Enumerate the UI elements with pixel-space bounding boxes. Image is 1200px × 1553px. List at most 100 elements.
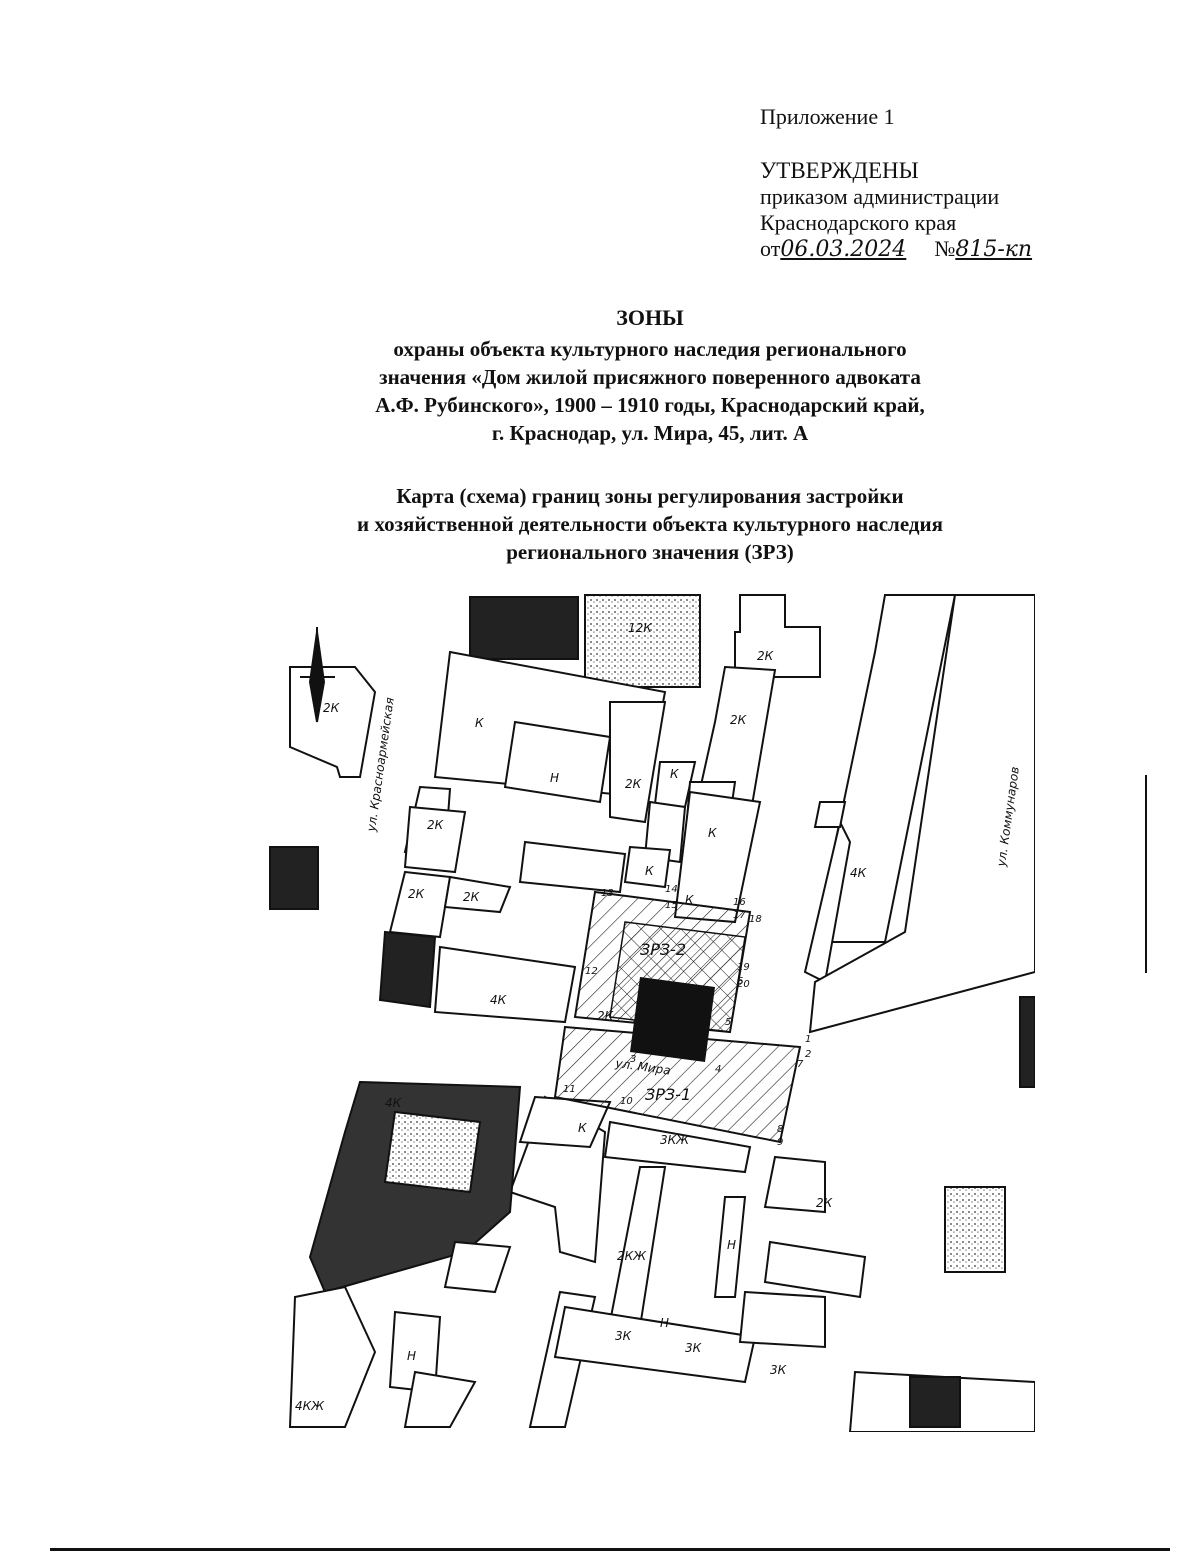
building-label: 2К: [757, 649, 774, 663]
point-label: 8: [777, 1124, 783, 1135]
map-title-line: и хозяйственной деятельности объекта кул…: [357, 512, 943, 536]
point-label: 15: [665, 900, 678, 911]
building-label: К: [685, 893, 694, 907]
margin-line: [1145, 775, 1147, 973]
zone-label-zrz2: ЗРЗ-2: [640, 940, 686, 959]
building-dark: [378, 930, 437, 1009]
point-label: 12: [585, 966, 598, 977]
map-title-line: Карта (схема) границ зоны регулирования …: [396, 484, 904, 508]
building-label: 2К: [408, 887, 425, 901]
point-label: 6: [737, 976, 743, 987]
subtitle-line: значения «Дом жилой присяжного поверенно…: [379, 365, 921, 389]
document-title: ЗОНЫ: [616, 305, 684, 330]
building-label: 4К: [490, 993, 507, 1007]
order-date: 06.03.2024: [780, 237, 907, 262]
building: [289, 666, 377, 778]
from-label: от: [760, 236, 781, 261]
building: [503, 720, 612, 804]
bottom-rule: [50, 1548, 1170, 1551]
approval-block: Приложение 1 УТВЕРЖДЕНЫ приказом админис…: [760, 104, 1160, 263]
map-title: Карта (схема) границ зоны регулирования …: [0, 482, 1200, 566]
point-label: 20: [737, 979, 750, 990]
building-label: Н: [550, 771, 559, 785]
building-label: К: [670, 767, 679, 781]
building: [288, 1285, 377, 1428]
building-label: 3К: [770, 1363, 787, 1377]
building: [443, 875, 512, 914]
building: [433, 945, 577, 1024]
building: [813, 801, 847, 828]
building-label: 4КЖ: [295, 1399, 325, 1413]
approval-line-1: приказом администрации: [760, 184, 1000, 209]
building: [608, 1166, 667, 1329]
map-title-line: регионального значения (ЗРЗ): [506, 540, 794, 564]
building: [803, 819, 852, 984]
building: [623, 845, 672, 889]
heritage-object: [630, 977, 715, 1062]
building-dotted: [944, 1186, 1006, 1273]
building-label: 2К: [730, 713, 747, 727]
point-label: 19: [737, 962, 750, 973]
building-label: 12К: [628, 621, 652, 635]
point-label: 18: [749, 914, 762, 925]
point-label: 14: [665, 884, 678, 895]
building-label: 2КЖ: [617, 1249, 647, 1263]
building-label: 2К: [323, 701, 340, 715]
appendix-label: Приложение 1: [760, 104, 895, 129]
building-label: 2К: [597, 1009, 614, 1023]
north-arrow-icon: [300, 627, 335, 723]
order-reference: от 06.03.2024 № 815-кп: [760, 236, 1160, 263]
building-dark: [469, 596, 579, 660]
approval-line-2: Краснодарского края: [760, 210, 957, 235]
document-subtitle: охраны объекта культурного наследия реги…: [0, 335, 1200, 447]
order-number: 815-кп: [955, 237, 1033, 262]
building: [603, 1120, 752, 1174]
point-label: 1: [805, 1034, 811, 1045]
building-label: Н: [660, 1316, 669, 1330]
building: [403, 805, 467, 874]
building-dotted: [584, 594, 701, 688]
point-label: 2: [805, 1049, 811, 1060]
point-label: 7: [797, 1059, 804, 1070]
approved-title: УТВЕРЖДЕНЫ: [760, 158, 919, 183]
building: [763, 1240, 867, 1299]
building-dotted: [383, 1110, 482, 1194]
number-label: №: [934, 236, 956, 261]
building: [518, 840, 627, 894]
building-label: 3К: [685, 1341, 702, 1355]
building-label: 3КЖ: [660, 1133, 690, 1147]
building-dark: [909, 1376, 961, 1428]
point-label: 10: [620, 1096, 633, 1107]
zone-map: ул. Красноармейская ул. Коммунаров ул. М…: [269, 594, 1035, 1432]
building: [643, 800, 687, 864]
building: [763, 1155, 826, 1214]
subtitle-line: охраны объекта культурного наследия реги…: [393, 337, 907, 361]
building: [808, 594, 1035, 1034]
building-label: К: [475, 716, 484, 730]
subtitle-line: А.Ф. Рубинского», 1900 – 1910 годы, Крас…: [375, 393, 925, 417]
point-label: 4: [715, 1064, 721, 1075]
building-label: 3К: [615, 1329, 632, 1343]
building-label: 2К: [427, 818, 444, 832]
subtitle-line: г. Краснодар, ул. Мира, 45, лит. А: [491, 421, 809, 445]
building-label: 4К: [385, 1096, 402, 1110]
building-dark: [269, 846, 319, 910]
building-label: Н: [727, 1238, 736, 1252]
point-label: 11: [563, 1084, 576, 1095]
zone-zrz1-area: [553, 1025, 802, 1144]
building-label: 2К: [816, 1196, 833, 1210]
building-label: К: [708, 826, 717, 840]
building-label: 2К: [463, 890, 480, 904]
point-label: 3: [630, 1054, 636, 1065]
building-label: 2К: [625, 777, 642, 791]
building: [738, 1290, 826, 1349]
point-label: 13: [601, 888, 614, 899]
building: [734, 594, 821, 678]
zone-label-zrz1: ЗРЗ-1: [645, 1085, 691, 1104]
building: [609, 701, 667, 824]
point-label: 16: [733, 897, 746, 908]
point-label: 5: [725, 1017, 731, 1028]
building: [443, 1240, 512, 1294]
building: [388, 870, 452, 939]
point-label: 9: [777, 1137, 783, 1148]
